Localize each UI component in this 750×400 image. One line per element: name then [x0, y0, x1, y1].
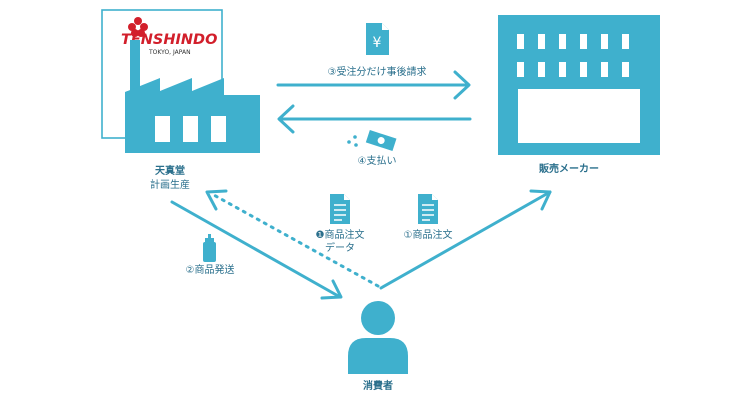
arrow-shipping	[170, 200, 343, 300]
money-icon	[347, 130, 397, 152]
building-icon	[498, 15, 660, 155]
maker-label: 販売メーカー	[539, 162, 599, 175]
order-data-label-line2: データ	[325, 241, 355, 254]
arrow-maker-to-factory	[277, 104, 472, 134]
order-data-label-line1: ❶商品注文	[316, 228, 365, 241]
arrow-consumer-to-maker	[379, 189, 552, 290]
factory-name-label: 天真堂	[155, 164, 185, 177]
tenshindo-logo: TENSHINDO TOKYO, JAPAN	[121, 17, 217, 56]
svg-text:¥: ¥	[373, 35, 382, 51]
arrow-factory-to-maker	[276, 70, 471, 100]
factory-sub-label: 計画生産	[150, 178, 190, 191]
order-by-consumer-label: ①商品注文	[404, 228, 453, 241]
person-icon	[348, 301, 408, 374]
flower-icon	[128, 17, 148, 37]
logo-sub: TOKYO, JAPAN	[148, 49, 191, 56]
arrow-order-data	[205, 189, 380, 288]
document-icon	[330, 194, 350, 224]
consumer-label: 消費者	[363, 379, 393, 392]
logo-brand: TENSHINDO	[121, 32, 217, 48]
bottle-icon	[203, 234, 216, 262]
order-to-maker-label: ③受注分だけ事後請求	[328, 65, 427, 78]
factory-icon	[125, 40, 260, 153]
yen-document-icon: ¥	[366, 23, 389, 55]
payment-label: ④支払い	[358, 154, 397, 167]
shipping-label: ②商品発送	[186, 263, 235, 276]
document-icon	[418, 194, 438, 224]
